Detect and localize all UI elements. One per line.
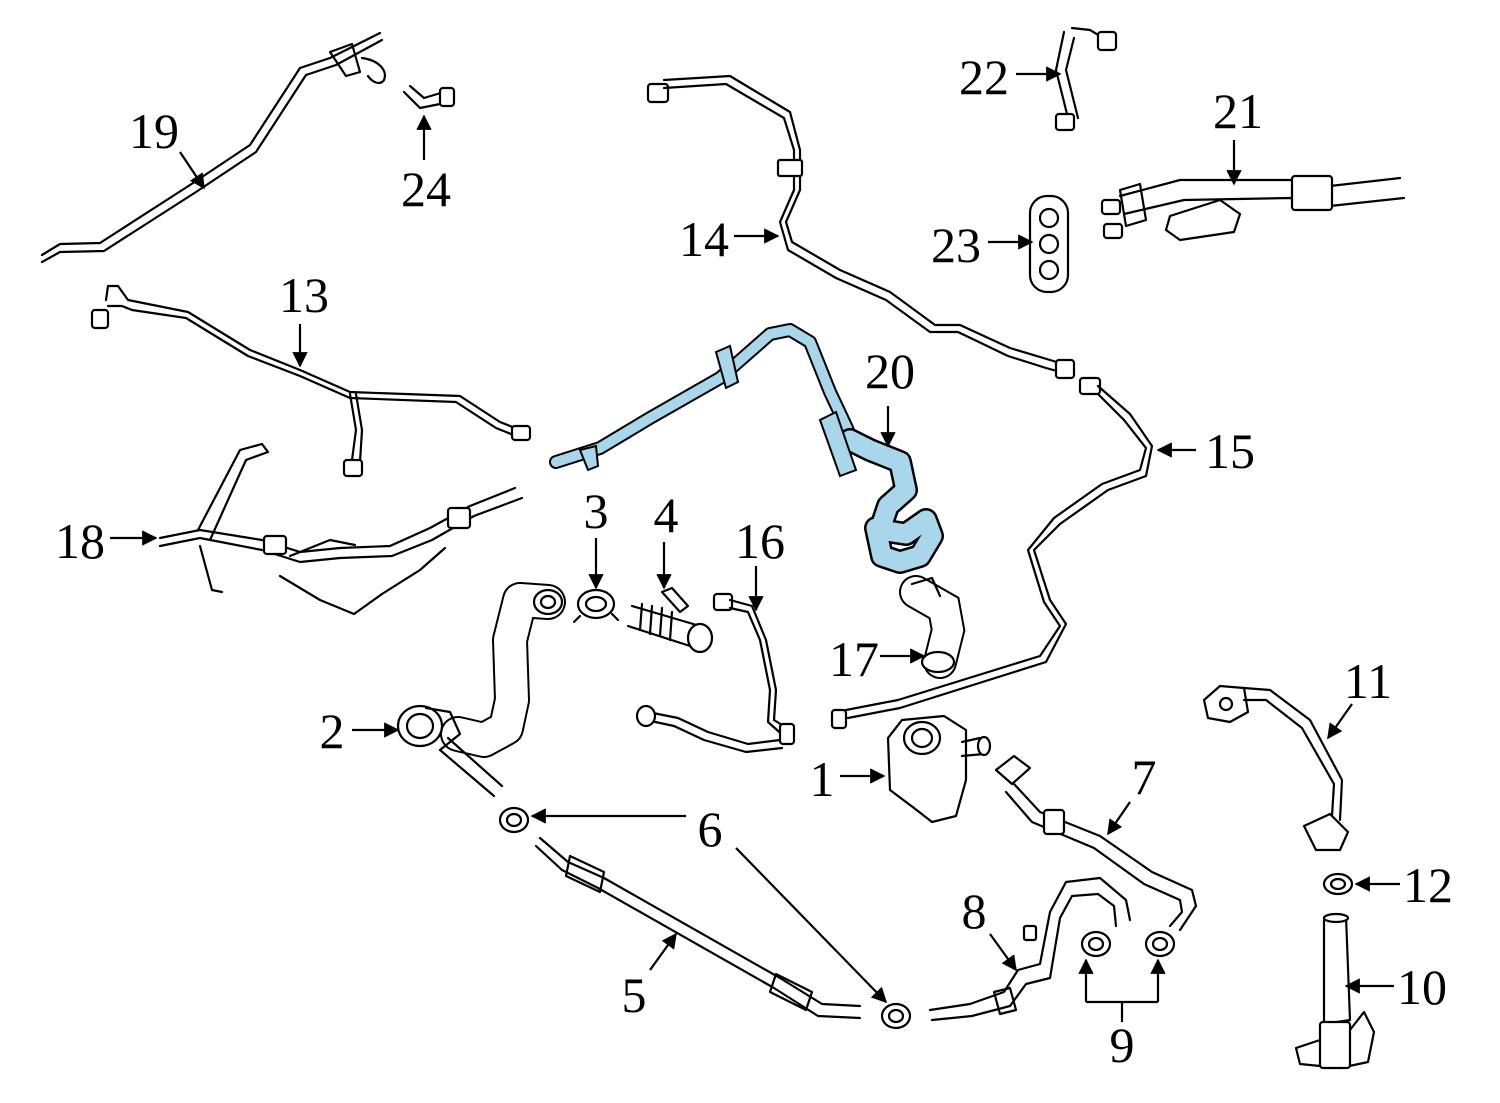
callout-5: 5 — [622, 967, 647, 1023]
part-20-hose[interactable] — [549, 323, 944, 574]
part-23-gasket[interactable] — [1028, 194, 1070, 294]
callout-9: 9 — [1110, 1017, 1135, 1073]
callout-10: 10 — [1397, 959, 1447, 1015]
part-9-clamp-left[interactable] — [1080, 930, 1112, 958]
callout-16: 16 — [735, 513, 785, 569]
part-10-hose[interactable] — [1294, 912, 1376, 1070]
part-21-assembly[interactable] — [1100, 174, 1406, 242]
callout-2: 2 — [320, 703, 345, 759]
callout-8: 8 — [962, 883, 987, 939]
part-3-clamp[interactable] — [572, 588, 620, 624]
callout-11: 11 — [1344, 653, 1392, 709]
leader-6b — [735, 847, 888, 1004]
leader-11 — [1327, 703, 1353, 740]
part-2-hose[interactable] — [396, 582, 566, 798]
callout-4: 4 — [654, 487, 679, 543]
callout-21: 21 — [1213, 83, 1263, 139]
part-9-clamp-right[interactable] — [1144, 930, 1176, 958]
callout-13: 13 — [279, 267, 329, 323]
callout-22: 22 — [959, 49, 1009, 105]
callout-14: 14 — [679, 211, 729, 267]
callout-15: 15 — [1205, 423, 1255, 479]
part-1-junction[interactable] — [886, 714, 992, 824]
leader-5 — [649, 932, 677, 971]
part-19-tube[interactable] — [40, 31, 386, 264]
part-15-line[interactable] — [830, 376, 1154, 730]
part-7-hose[interactable] — [994, 754, 1198, 932]
part-6-clamp-right[interactable] — [880, 1002, 912, 1030]
callout-24: 24 — [401, 161, 451, 217]
part-13-line[interactable] — [90, 284, 532, 478]
part-8-hose[interactable] — [928, 876, 1132, 1022]
part-18-assembly[interactable] — [158, 442, 524, 616]
part-17-hose[interactable] — [899, 575, 966, 679]
leaders — [110, 66, 1400, 1022]
leader-7 — [1107, 801, 1131, 836]
part-22-tube[interactable] — [1054, 26, 1118, 132]
part-11-pipe[interactable] — [1202, 684, 1350, 852]
callout-1: 1 — [810, 751, 835, 807]
part-14-line[interactable] — [646, 74, 1076, 380]
callout-23: 23 — [931, 217, 981, 273]
callout-20: 20 — [865, 343, 915, 399]
part-6-clamp-left[interactable] — [498, 806, 530, 834]
callout-labels: 19 24 13 18 14 15 20 3 4 16 17 2 1 6 5 7… — [55, 49, 1453, 1073]
callout-7: 7 — [1132, 749, 1157, 805]
leader-19 — [179, 151, 205, 190]
callout-17: 17 — [829, 631, 879, 687]
callout-6: 6 — [698, 801, 723, 857]
callout-12: 12 — [1403, 857, 1453, 913]
leader-8 — [989, 933, 1017, 972]
part-4-connector[interactable] — [626, 586, 714, 654]
callout-3: 3 — [584, 483, 609, 539]
callout-18: 18 — [55, 513, 105, 569]
part-24-elbow[interactable] — [402, 84, 456, 110]
callout-19: 19 — [129, 103, 179, 159]
part-12-clamp[interactable] — [1322, 872, 1354, 896]
part-5-pipe[interactable] — [534, 836, 862, 1020]
